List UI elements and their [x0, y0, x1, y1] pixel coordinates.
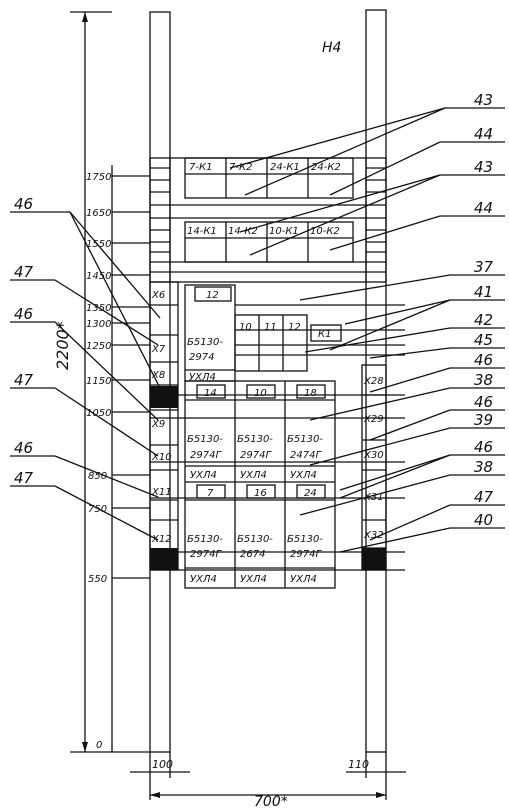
black-block: [150, 386, 178, 408]
height-mark: 850: [88, 471, 107, 482]
cell-number: 16: [254, 488, 267, 499]
cell-number: 12: [206, 290, 219, 301]
callout-number: 46: [474, 351, 493, 369]
climate-label: УХЛ4: [190, 470, 217, 481]
terminal-label: 24-К2: [311, 162, 341, 173]
callout-number: 38: [474, 371, 493, 389]
clamp-label: Х6: [151, 290, 165, 301]
climate-label: УХЛ4: [290, 574, 317, 585]
breaker-type: Б5130-: [187, 534, 223, 545]
callout-number: 46: [14, 195, 33, 213]
height-mark: 750: [88, 504, 107, 515]
terminal-label: 14-К1: [187, 226, 217, 237]
clamp-label: Х10: [151, 452, 172, 463]
breaker-type: 2974: [189, 352, 214, 363]
callout-number: 37: [474, 258, 494, 276]
clamp-label: Х31: [363, 492, 384, 503]
callout-number: 46: [14, 305, 33, 323]
post-width-left: 100: [152, 758, 173, 771]
clamp-label: Х11: [151, 487, 172, 498]
clamp-label: Х28: [363, 376, 384, 387]
terminal-label: 14-К2: [228, 226, 258, 237]
clamp-label: Х32: [363, 530, 384, 541]
overall-width-label: 700*: [254, 794, 288, 808]
callout-number: 40: [474, 511, 493, 529]
clamp-label: Х30: [363, 450, 384, 461]
cell-number: 11: [264, 322, 277, 333]
breaker-type: Б5130-: [237, 434, 273, 445]
callout-number: 43: [474, 91, 493, 109]
breaker-type: Б5130-: [287, 434, 323, 445]
height-mark: 1250: [86, 341, 111, 352]
breaker-type: 2974Г: [190, 450, 222, 461]
climate-label: УХЛ4: [290, 470, 317, 481]
clamp-label: Х12: [151, 534, 172, 545]
height-mark: 1650: [86, 208, 111, 219]
height-mark: 1300: [86, 319, 111, 330]
callout-number: 42: [474, 311, 493, 329]
cell-number: 7: [207, 488, 214, 499]
breaker-type: 2974Г: [290, 549, 322, 560]
callout-number: 46: [474, 438, 493, 456]
height-mark: 1350: [86, 303, 111, 314]
callout-number: 41: [474, 283, 493, 301]
black-block: [150, 548, 178, 570]
post-width-right: 110: [348, 758, 369, 771]
cell-number: 12: [288, 322, 301, 333]
callout-number: 46: [14, 439, 33, 457]
callout-number: 44: [474, 199, 493, 217]
breaker-type: Б5130-: [187, 337, 223, 348]
breaker-type: Б5130-: [187, 434, 223, 445]
callout-number: 39: [474, 411, 493, 429]
sheet-code: Н4: [322, 40, 341, 56]
callout-number: 47: [14, 469, 34, 487]
terminal-label: 7-К1: [189, 162, 212, 173]
breaker-type: 2974Г: [240, 450, 272, 461]
callout-number: 46: [474, 393, 493, 411]
terminal-label: 7-К2: [229, 162, 252, 173]
callout-number: 43: [474, 158, 493, 176]
clamp-label: Х8: [151, 370, 165, 381]
height-mark: 1150: [86, 376, 111, 387]
callout-number: 44: [474, 125, 493, 143]
breaker-type: 2674: [240, 549, 265, 560]
callout-number: 47: [14, 371, 34, 389]
breaker-type: 2474Г: [290, 450, 322, 461]
cell-number: 10: [239, 322, 252, 333]
clamp-label: Х29: [363, 414, 384, 425]
black-block: [362, 548, 386, 570]
height-mark: 550: [88, 574, 107, 585]
breaker-type: Б5130-: [287, 534, 323, 545]
left-post: [149, 11, 171, 753]
cell-number: 14: [204, 388, 217, 399]
clamp-label: Х9: [151, 419, 165, 430]
height-mark: 1750: [86, 172, 111, 183]
terminal-label: 10-К1: [269, 226, 299, 237]
height-mark: 1550: [86, 239, 111, 250]
terminal-label: 10-К2: [310, 226, 340, 237]
breaker-block: [184, 380, 336, 589]
cell-number: 10: [254, 388, 267, 399]
relay-label: К1: [318, 329, 331, 340]
terminal-label: 24-К1: [270, 162, 300, 173]
breaker-type: 2974Г: [190, 549, 222, 560]
callout-number: 47: [474, 488, 494, 506]
height-mark: 1050: [86, 408, 111, 419]
climate-label: УХЛ4: [189, 372, 216, 383]
climate-label: УХЛ4: [190, 574, 217, 585]
cell-number: 24: [304, 488, 317, 499]
overall-height-label: 2200*: [53, 321, 72, 370]
breaker-type: Б5130-: [237, 534, 273, 545]
callout-number: 38: [474, 458, 493, 476]
callout-number: 45: [474, 331, 493, 349]
height-mark: 0: [96, 740, 102, 751]
climate-label: УХЛ4: [240, 470, 267, 481]
clamp-label: Х7: [151, 344, 166, 355]
cell-number: 18: [304, 388, 317, 399]
height-mark: 1450: [86, 271, 111, 282]
callout-number: 47: [14, 263, 34, 281]
climate-label: УХЛ4: [240, 574, 267, 585]
